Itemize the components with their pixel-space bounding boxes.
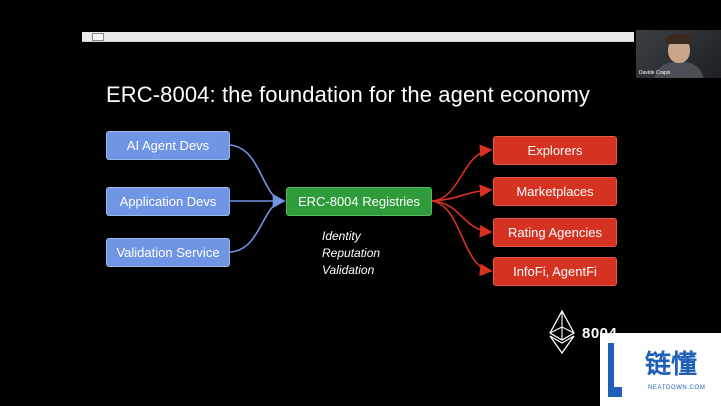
facet-identity: Identity bbox=[322, 229, 361, 243]
presentation-toolbar bbox=[82, 32, 634, 42]
watermark-en-text: NEATDOWN.COM bbox=[648, 385, 706, 391]
watermark-logo-icon bbox=[608, 343, 622, 397]
arrow-input-3 bbox=[229, 195, 286, 253]
facet-reputation: Reputation bbox=[322, 246, 381, 260]
arrow-output-4 bbox=[431, 200, 493, 277]
watermark: 链懂 NEATDOWN.COM bbox=[600, 333, 721, 406]
arrow-output-1 bbox=[431, 144, 493, 202]
slide-title: ERC-8004: the foundation for the agent e… bbox=[106, 82, 591, 107]
registry-facets: Identity Reputation Validation bbox=[322, 228, 380, 279]
input-box-application-devs: Application Devs bbox=[106, 187, 230, 216]
center-box-registries: ERC-8004 Registries bbox=[286, 187, 432, 216]
arrow-input-1 bbox=[229, 144, 286, 207]
participant-body bbox=[654, 62, 704, 78]
watermark-cn-text: 链懂 bbox=[645, 350, 698, 380]
output-box-marketplaces: Marketplaces bbox=[493, 177, 617, 206]
output-box-rating-agencies: Rating Agencies bbox=[493, 218, 617, 247]
window-icon[interactable] bbox=[92, 33, 104, 41]
arrow-output-2 bbox=[431, 184, 493, 202]
participant-video-tile[interactable]: Davide Crapis bbox=[636, 30, 721, 78]
facet-validation: Validation bbox=[322, 263, 375, 277]
participant-hair bbox=[666, 34, 692, 44]
input-box-ai-agent-devs: AI Agent Devs bbox=[106, 131, 230, 160]
participant-name: Davide Crapis bbox=[639, 70, 671, 76]
ethereum-icon bbox=[549, 310, 575, 354]
input-box-validation-service: Validation Service bbox=[106, 238, 230, 267]
output-box-explorers: Explorers bbox=[493, 136, 617, 165]
arrow-output-3 bbox=[431, 200, 493, 238]
output-box-infofi-agentfi: InfoFi, AgentFi bbox=[493, 257, 617, 286]
